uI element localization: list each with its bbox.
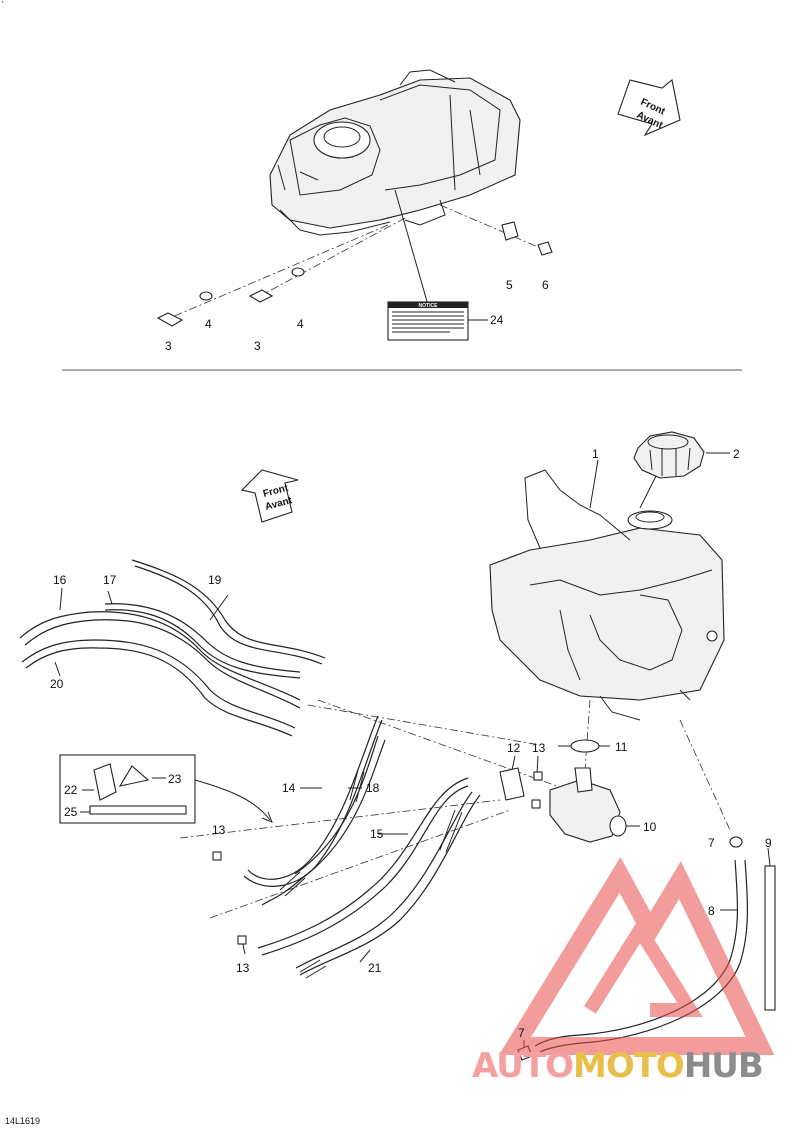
top-hardware [156,221,553,327]
plate-5 [501,221,519,241]
callout-4a: 4 [205,317,212,331]
callout-10: 10 [643,820,657,834]
watermark-text: AUTOMOTOHUB [472,1046,764,1086]
callout-22: 22 [64,783,78,797]
watermark-part2: MOTO [572,1046,685,1086]
clip-22 [93,763,117,801]
watermark-logo [498,857,775,1055]
callout-3b: 3 [254,339,261,353]
callout-5: 5 [506,278,513,292]
front-arrow-top: Front Avant [617,79,681,137]
callout-12: 12 [507,741,521,755]
bolt-3a [156,312,184,327]
clamp-23 [118,765,150,787]
callout-21: 21 [368,961,382,975]
top-leader-lines [169,189,546,321]
hoses-16-17-19-20 [19,559,326,737]
callout-2: 2 [733,447,740,461]
callout-8: 8 [708,904,715,918]
hose-9 [764,865,776,1011]
notice-label-drawing: NOTICE [387,301,469,341]
callout-7b: 7 [518,1026,525,1040]
callout-13c: 13 [236,961,250,975]
tank-cap-2 [633,431,705,509]
hoses-14-15-18-21 [243,715,481,979]
callout-1: 1 [592,447,599,461]
hardware-kit-box [59,754,196,824]
callout-15: 15 [370,827,384,841]
callout-17: 17 [103,573,117,587]
callout-20: 20 [50,677,64,691]
front-arrow-mid: Front Avant [240,469,299,523]
callout-23: 23 [168,772,182,786]
callout-numbers: 3 4 3 4 5 6 24 1 2 16 17 19 20 12 13 11 … [50,278,772,1040]
strap-25 [89,805,187,815]
bolt-3b [248,289,274,303]
callout-7a: 7 [708,836,715,850]
callout-24: 24 [490,313,504,327]
callout-18: 18 [366,781,380,795]
notice-label-title: NOTICE [419,303,439,309]
callout-13b: 13 [212,823,226,837]
oil-pump-assembly [212,739,627,945]
callout-19: 19 [208,573,222,587]
figure-id: 14L1619 [5,1116,41,1126]
washer-4a [199,291,213,301]
oil-tank-1 [489,469,725,721]
tank-in-frame-drawing [269,69,521,236]
watermark-part1: AUTO [472,1046,574,1086]
washer-4b [291,267,305,277]
callout-13a: 13 [532,741,546,755]
bolt-6 [537,241,553,256]
callout-25: 25 [64,805,78,819]
corner-mark: ' [2,0,4,9]
callout-4b: 4 [297,317,304,331]
bracket-12 [499,767,525,801]
callout-3a: 3 [165,339,172,353]
callout-14: 14 [282,781,296,795]
callout-9: 9 [765,836,772,850]
clamp-11 [570,739,600,753]
callout-11: 11 [615,740,628,754]
callout-6: 6 [542,278,549,292]
watermark-part3: HUB [683,1046,764,1086]
clamp-7-upper [729,836,743,848]
callout-16: 16 [53,573,67,587]
